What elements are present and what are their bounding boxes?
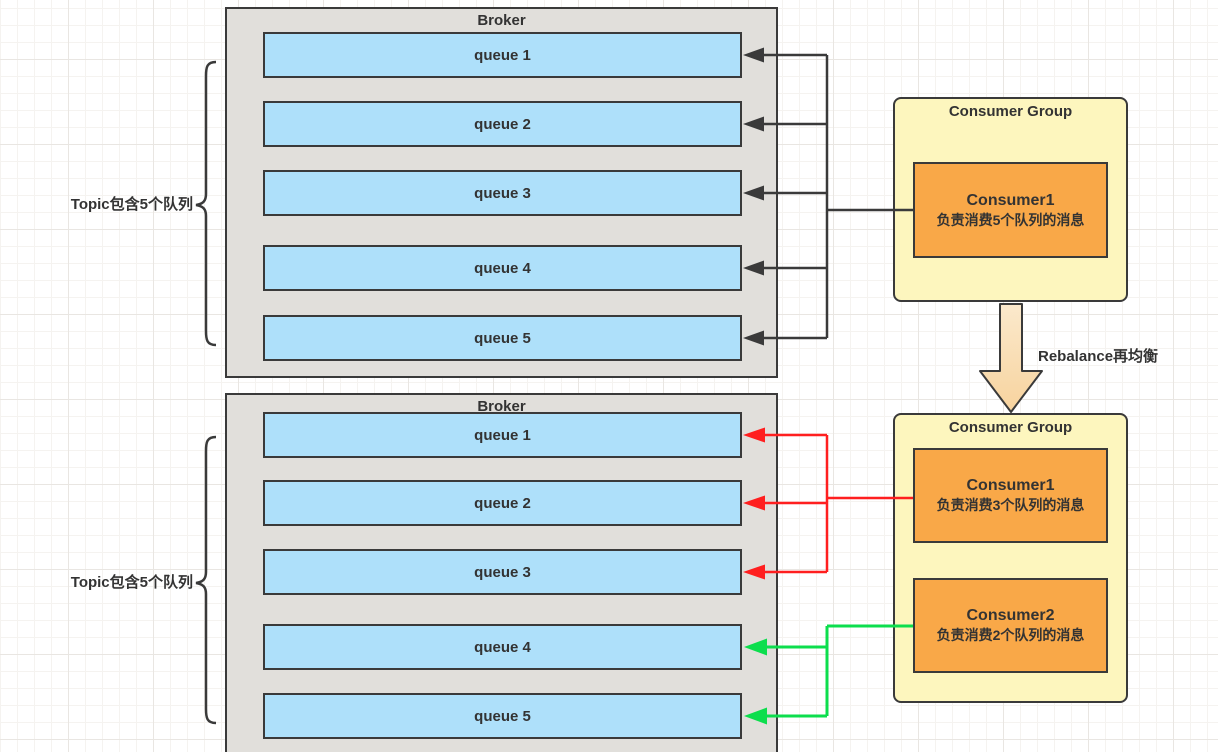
consumer1-box-before: Consumer1 负责消费5个队列的消息: [913, 162, 1108, 258]
queue-box-after-5: queue 5: [263, 693, 742, 739]
consumer-name: Consumer2: [966, 607, 1055, 624]
topic-label-after: Topic包含5个队列: [70, 574, 193, 591]
queue-label: queue 3: [474, 563, 531, 581]
consumer-desc: 负责消费2个队列的消息: [936, 627, 1085, 643]
consumer-desc: 负责消费5个队列的消息: [936, 211, 1085, 228]
queue-label: queue 2: [474, 494, 531, 512]
queue-box-before-3: queue 3: [263, 170, 742, 216]
red-arrow-lines: [763, 433, 913, 574]
consumer-group-title-before: Consumer Group: [948, 103, 1073, 120]
queue-box-after-3: queue 3: [263, 549, 742, 595]
queue-box-before-5: queue 5: [263, 315, 742, 361]
queue-box-after-2: queue 2: [263, 480, 742, 526]
queue-label: queue 3: [474, 184, 531, 202]
consumer-desc: 负责消费3个队列的消息: [936, 497, 1085, 513]
queue-box-before-1: queue 1: [263, 32, 742, 78]
queue-label: queue 5: [474, 329, 531, 347]
queue-label: queue 4: [474, 259, 531, 277]
queue-label: queue 1: [474, 46, 531, 64]
queue-box-after-1: queue 1: [263, 412, 742, 458]
black-arrow-lines: [762, 53, 913, 340]
rebalance-arrow: [979, 303, 1043, 413]
queue-label: queue 4: [474, 638, 531, 656]
topic-brace-after: [195, 435, 217, 725]
queue-box-before-4: queue 4: [263, 245, 742, 291]
consumer-name: Consumer1: [966, 191, 1055, 209]
queue-box-before-2: queue 2: [263, 101, 742, 147]
queue-label: queue 5: [474, 707, 531, 725]
topic-label-before: Topic包含5个队列: [70, 196, 193, 213]
consumer1-box-after: Consumer1 负责消费3个队列的消息: [913, 448, 1108, 543]
broker-title-before: Broker: [477, 12, 526, 29]
queue-label: queue 1: [474, 426, 531, 444]
queue-box-after-4: queue 4: [263, 624, 742, 670]
topic-brace-before: [195, 60, 217, 347]
green-arrow-lines: [766, 624, 913, 718]
consumer-name: Consumer1: [966, 477, 1055, 494]
rebalance-label: Rebalance再均衡: [1038, 348, 1159, 365]
queue-label: queue 2: [474, 115, 531, 133]
consumer-group-title-after: Consumer Group: [948, 419, 1073, 436]
broker-title-after: Broker: [477, 398, 526, 415]
consumer2-box-after: Consumer2 负责消费2个队列的消息: [913, 578, 1108, 673]
